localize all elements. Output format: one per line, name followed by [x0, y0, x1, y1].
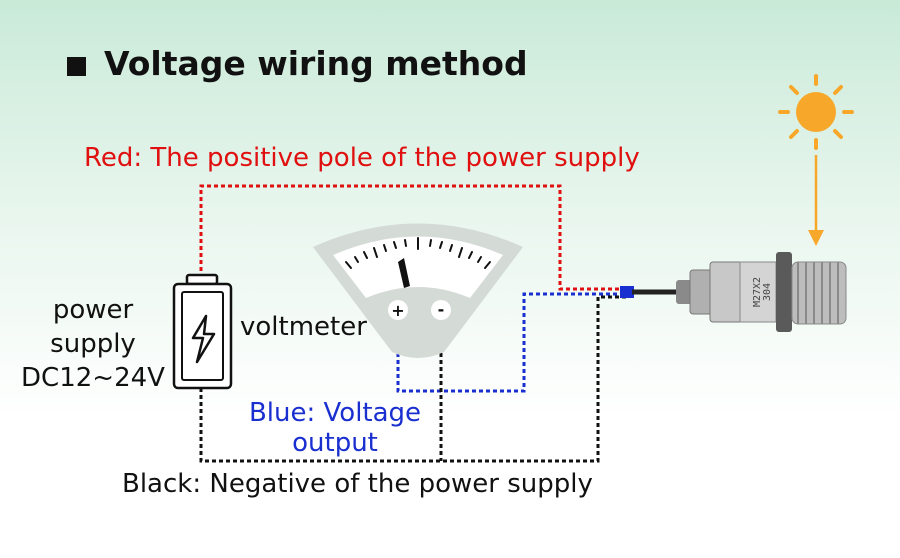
battery-icon [172, 273, 233, 390]
voltmeter-icon: + - [313, 223, 523, 358]
blue-wire [396, 292, 628, 393]
blue-wire-label: Blue: Voltage [248, 398, 422, 428]
title-bullet [67, 57, 86, 76]
sun-icon [778, 74, 854, 150]
red-wire [199, 184, 625, 291]
red-wire-label: Red: The positive pole of the power supp… [84, 143, 640, 173]
pressure-sensor-icon: M27X2 304 [620, 252, 847, 332]
power-supply-label: supply [50, 329, 136, 359]
meter-minus-terminal: - [438, 300, 445, 319]
meter-plus-terminal: + [391, 301, 404, 320]
page-title: Voltage wiring method [104, 44, 528, 83]
sensor-marking-material: 304 [762, 283, 773, 301]
power-supply-label: power [52, 295, 134, 325]
sensor-marking-thread: M27X2 [752, 277, 763, 307]
lightning-bolt-icon [191, 314, 216, 364]
blue-wire-label: output [292, 428, 378, 458]
voltmeter-label: voltmeter [240, 312, 367, 342]
black-wire-label: Black: Negative of the power supply [122, 469, 593, 499]
sun-arrow [808, 155, 824, 246]
power-supply-voltage: DC12~24V [21, 363, 165, 393]
